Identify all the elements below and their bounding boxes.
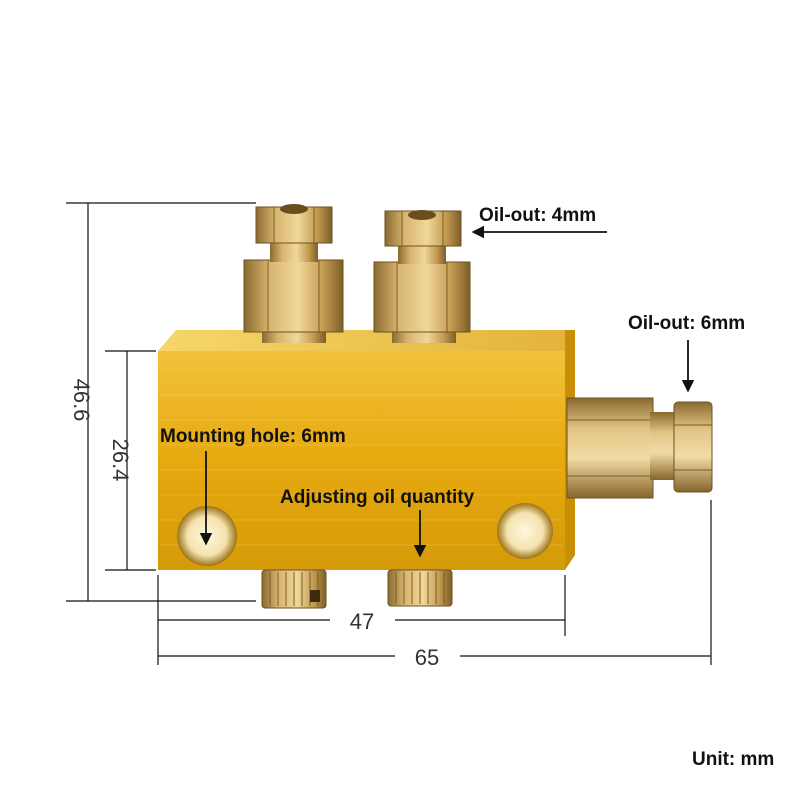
top-fitting-left [243,204,344,343]
dim-total-height: 46.6 [69,379,94,422]
dimension-lines [66,202,712,665]
dim-body-height: 26.4 [108,439,133,482]
mounting-hole-right [497,503,553,559]
label-unit: Unit: mm [692,749,775,770]
adjusting-knob-left [261,569,327,609]
label-oil-out-4mm: Oil-out: 4mm [479,205,597,226]
side-fitting [566,397,713,499]
distributor-body [158,330,575,570]
mounting-hole-left [177,506,237,566]
dim-hole-spacing: 47 [350,609,374,634]
label-mounting-hole: Mounting hole: 6mm [160,426,346,447]
callout-arrows [199,225,695,558]
top-fitting-right [373,210,471,343]
adjusting-knob-right [387,569,453,607]
label-adjusting-oil-quantity: Adjusting oil quantity [280,487,475,508]
dim-total-width: 65 [415,645,439,670]
label-oil-out-6mm: Oil-out: 6mm [628,313,746,334]
